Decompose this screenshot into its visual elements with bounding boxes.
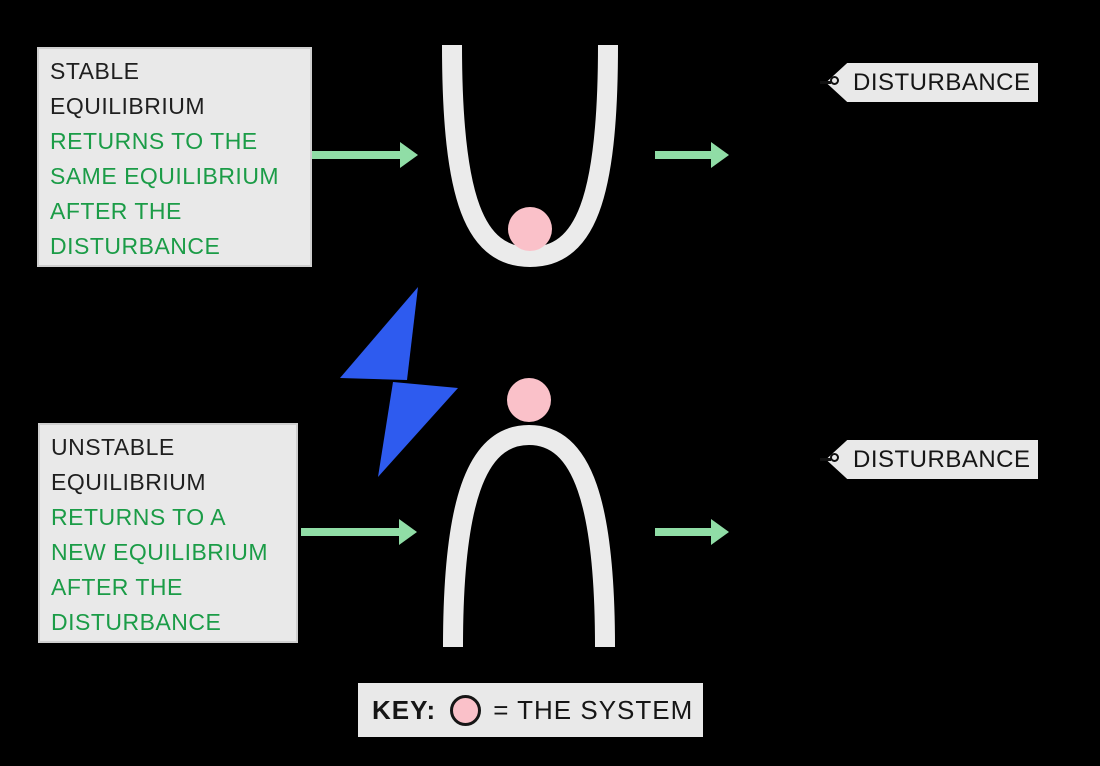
key-definition: = THE SYSTEM [493, 694, 694, 725]
hill-track-with-ball [443, 378, 615, 648]
key-label: KEY: [372, 694, 437, 725]
key-legend: KEY: = THE SYSTEM [358, 683, 703, 737]
unstable-panel-title: UNSTABLE EQUILIBRIUM [51, 434, 207, 495]
arrow-icon-stable-in [312, 142, 418, 168]
stable-panel-description: RETURNS TO THE SAME EQUILIBRIUM AFTER TH… [50, 128, 280, 259]
tag-shape: DISTURBANCE [826, 440, 1038, 479]
tag-hole-icon [830, 453, 839, 462]
disturbance-tag-stable: DISTURBANCE [820, 63, 1038, 102]
arrow-icon-unstable-out [655, 519, 729, 545]
tag-string [820, 458, 831, 461]
tag-string [820, 81, 831, 84]
stable-equilibrium-panel: STABLE EQUILIBRIUM RETURNS TO THE SAME E… [37, 47, 312, 267]
disturbance-tag-label: DISTURBANCE [853, 69, 1031, 96]
system-ball-stable [508, 207, 552, 251]
disturbance-tag-label: DISTURBANCE [853, 446, 1031, 473]
key-ball-swatch-icon [450, 694, 482, 726]
hill-curve-shape [443, 424, 615, 648]
tag-shape: DISTURBANCE [826, 63, 1038, 102]
stable-panel-title: STABLE EQUILIBRIUM [50, 58, 206, 119]
arrow-icon-unstable-in [301, 519, 417, 545]
disturbance-tag-unstable: DISTURBANCE [820, 440, 1038, 479]
tag-hole-icon [830, 76, 839, 85]
arrow-icon-stable-out [655, 142, 729, 168]
lightning-bolt-icon [340, 287, 458, 477]
unstable-panel-description: RETURNS TO A NEW EQUILIBRIUM AFTER THE D… [51, 504, 269, 635]
unstable-equilibrium-panel: UNSTABLE EQUILIBRIUM RETURNS TO A NEW EQ… [38, 423, 298, 643]
system-ball-unstable [507, 378, 551, 422]
valley-curve-shape [442, 44, 618, 268]
valley-track-with-ball [442, 44, 618, 268]
